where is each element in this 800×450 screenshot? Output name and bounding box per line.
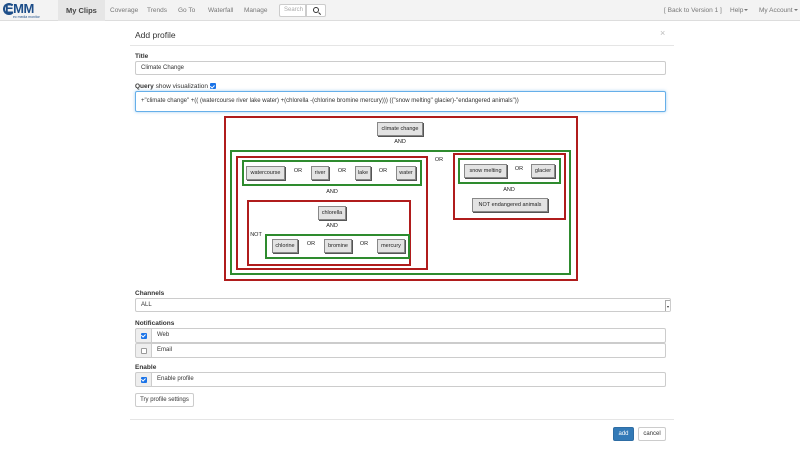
term-not-endangered-animals: NOT endangered animals (472, 198, 548, 212)
add-button[interactable]: add (613, 427, 634, 441)
enable-label: Enable (135, 364, 157, 371)
close-icon[interactable]: × (660, 28, 666, 38)
nav-my-clips[interactable]: My Clips (58, 0, 105, 21)
search-button[interactable] (306, 4, 326, 17)
logo-subtitle: ec media monitor (13, 15, 40, 19)
nav-trends[interactable]: Trends (147, 7, 167, 14)
try-profile-settings-button[interactable]: Try profile settings (135, 393, 194, 407)
nav-manage[interactable]: Manage (244, 7, 268, 14)
op-or: OR (337, 168, 347, 174)
help-menu[interactable]: Help (730, 0, 749, 21)
web-checkbox-addon[interactable] (135, 328, 152, 343)
op-and-top: AND (394, 139, 406, 145)
title-input[interactable]: Climate Change (135, 61, 666, 75)
term-chlorella: chlorella (318, 206, 346, 220)
query-label: Query (135, 83, 154, 90)
help-label: Help (730, 7, 744, 14)
add-profile-modal: Add profile × Title Climate Change Query… (130, 21, 674, 450)
nav-coverage[interactable]: Coverage (110, 7, 139, 14)
account-label: My Account (759, 7, 793, 14)
header-divider (130, 45, 674, 46)
op-or-main: OR (434, 157, 444, 163)
chevron-down-icon (665, 300, 670, 311)
or-main-box (230, 150, 571, 275)
email-checkbox[interactable] (140, 347, 147, 354)
term-lake: lake (355, 166, 371, 180)
op-and-inner: AND (326, 223, 338, 229)
op-or: OR (378, 168, 388, 174)
term-glacier: glacier (531, 164, 555, 178)
channels-value: ALL (141, 302, 152, 308)
nav-go-to[interactable]: Go To (178, 7, 196, 14)
cancel-button[interactable]: cancel (638, 427, 666, 441)
and-right-box (453, 153, 566, 220)
term-climate-change: climate change (377, 122, 423, 136)
op-or: OR (293, 168, 303, 174)
term-snow-melting: snow melting (464, 164, 507, 178)
term-watercourse: watercourse (246, 166, 285, 180)
back-to-version-link[interactable]: [ Back to Version 1 ] (664, 7, 722, 14)
op-or: OR (306, 241, 316, 247)
modal-title: Add profile (135, 30, 176, 40)
or-water-box (242, 160, 422, 186)
or-snow-box (458, 158, 561, 184)
op-and-mid: AND (326, 189, 338, 195)
query-label-row: Query show visualization (135, 83, 216, 90)
account-menu[interactable]: My Account (759, 0, 798, 21)
logo-ring-icon (3, 3, 15, 15)
search-icon (313, 7, 319, 13)
caret-down-icon (744, 9, 749, 12)
enable-checkbox-addon[interactable] (135, 372, 152, 387)
top-navbar: EMM ec media monitor My Clips Coverage T… (0, 0, 800, 21)
show-visualization-checkbox[interactable] (209, 83, 216, 90)
op-or: OR (514, 166, 524, 172)
term-water: water (396, 166, 416, 180)
op-or: OR (359, 241, 369, 247)
title-label: Title (135, 53, 149, 60)
term-bromine: bromine (324, 239, 352, 253)
email-checkbox-addon[interactable] (135, 343, 152, 358)
or-chlorine-box (265, 234, 410, 259)
logo-text: EMM (5, 1, 34, 16)
term-mercury: mercury (377, 239, 405, 253)
emm-logo[interactable]: EMM ec media monitor (3, 1, 53, 19)
caret-down-icon (793, 9, 798, 12)
enable-profile-option[interactable]: Enable profile (152, 372, 666, 387)
op-and-right: AND (503, 187, 515, 193)
term-chlorine: chlorine (272, 239, 298, 253)
query-input[interactable]: +"climate change" +(( (watercourse river… (135, 91, 666, 112)
op-not: NOT (250, 232, 262, 238)
web-checkbox[interactable] (140, 332, 147, 339)
and-left-box (236, 156, 428, 270)
web-option[interactable]: Web (152, 328, 666, 343)
show-visualization-label: show visualization (155, 83, 208, 90)
footer-divider (130, 419, 674, 420)
nav-waterfall[interactable]: Waterfall (208, 7, 234, 14)
and-chlorella-box (247, 200, 411, 266)
channels-label: Channels (135, 290, 165, 297)
notifications-label: Notifications (135, 320, 175, 327)
email-option[interactable]: Email (152, 343, 666, 358)
channels-select[interactable]: ALL (135, 298, 671, 312)
enable-profile-checkbox[interactable] (140, 376, 147, 383)
root-and-box (224, 116, 578, 281)
search-input[interactable]: Search (279, 4, 306, 17)
term-river: river (311, 166, 329, 180)
